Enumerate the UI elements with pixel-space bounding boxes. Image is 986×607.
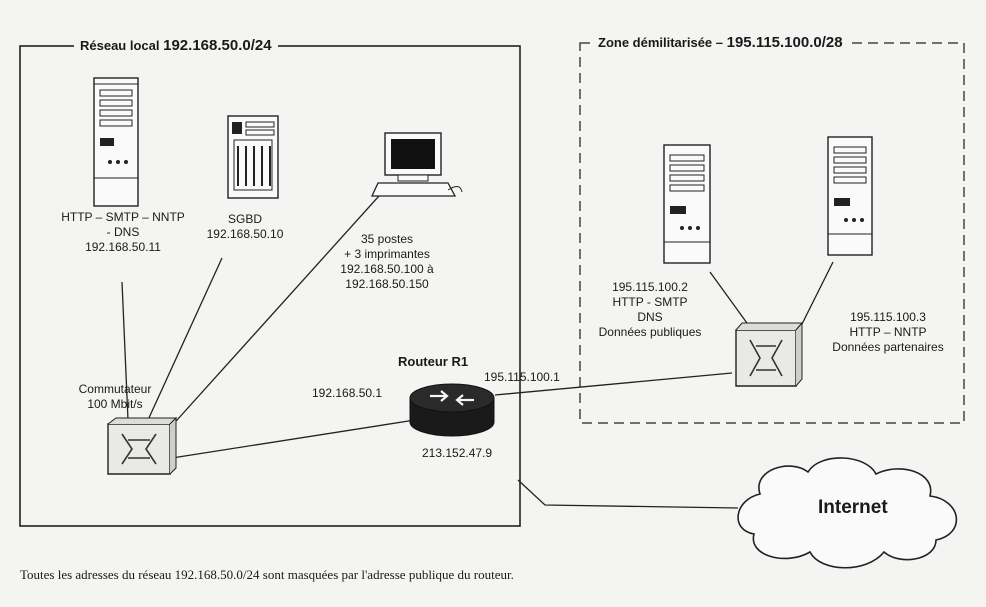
dmz-server-1-icon <box>663 144 711 264</box>
link-workstation-switch <box>167 185 389 431</box>
dmz-server-1-dns: DNS <box>637 310 663 324</box>
lan-switch-speed: 100 Mbit/s <box>87 397 143 411</box>
sgbd-server-icon <box>227 115 279 199</box>
lan-zone-title-prefix: Réseau local <box>80 38 160 53</box>
dmz-zone-title-ip: 195.115.100.0/28 <box>726 34 843 51</box>
link-router-internet <box>517 479 739 509</box>
server-http-ip: 192.168.50.11 <box>85 240 161 254</box>
sgbd-label: SGBD 192.168.50.10 <box>190 212 300 242</box>
dmz-zone-title: Zone démilitarisée – 195.115.100.0/28 <box>592 34 849 51</box>
internet-label: Internet <box>818 497 888 518</box>
link-router-dmzswitch <box>494 372 733 396</box>
server-http-label: HTTP – SMTP – NNTP - DNS 192.168.50.11 <box>38 210 208 255</box>
server-http-services: HTTP – SMTP – NNTP <box>61 210 185 224</box>
dmz-server-2-data: Données partenaires <box>832 340 944 354</box>
dmz-server-2-icon <box>827 136 873 256</box>
links <box>121 185 834 509</box>
router-dmz-ip: 195.115.100.1 <box>484 370 560 384</box>
dmz-server-1-data: Données publiques <box>598 325 702 339</box>
router-wan-ip: 213.152.47.9 <box>422 446 493 460</box>
workstations-range-end: 192.168.50.150 <box>345 277 429 291</box>
router-lan-ip: 192.168.50.1 <box>312 386 383 400</box>
dmz-server-1-ip: 195.115.100.2 <box>612 280 688 294</box>
link-server-switch <box>121 281 129 421</box>
footnote: Toutes les adresses du réseau 192.168.50… <box>20 567 514 582</box>
lan-switch-label: Commutateur 100 Mbit/s <box>60 382 170 412</box>
link-switch-router <box>171 419 416 459</box>
server-http-icon <box>93 77 139 207</box>
internet-cloud-icon <box>737 457 958 569</box>
workstation-icon <box>370 132 463 197</box>
lan-zone-title-ip: 192.168.50.0/24 <box>163 37 272 54</box>
dmz-switch-icon <box>735 321 804 387</box>
workstations-range-start: 192.168.50.100 à <box>340 262 434 276</box>
printers-count: + 3 imprimantes <box>344 247 430 261</box>
dmz-server-2-ip: 195.115.100.3 <box>850 310 926 324</box>
dmz-server-2-services: HTTP – NNTP <box>849 325 927 339</box>
router-icon <box>409 383 495 437</box>
dmz-server-1-services: HTTP - SMTP <box>612 295 688 309</box>
dmz-server-1-label: 195.115.100.2 HTTP - SMTP DNS Données pu… <box>590 280 710 340</box>
sgbd-ip: 192.168.50.10 <box>206 227 284 241</box>
lan-zone-title: Réseau local 192.168.50.0/24 <box>74 37 278 54</box>
sgbd-name: SGBD <box>227 212 262 226</box>
lan-switch-name: Commutateur <box>78 382 152 396</box>
router-name: Routeur R1 <box>398 354 469 369</box>
dmz-server-2-label: 195.115.100.3 HTTP – NNTP Données parten… <box>822 310 954 355</box>
dmz-zone-title-prefix: Zone démilitarisée – <box>598 35 723 50</box>
lan-switch-icon <box>107 416 178 475</box>
workstations-count: 35 postes <box>360 232 414 246</box>
workstations-label: 35 postes + 3 imprimantes 192.168.50.100… <box>318 232 456 292</box>
link-sgbd-switch <box>147 257 223 421</box>
server-http-services-cont: - DNS <box>106 225 140 239</box>
link-dmzserver1-dmzswitch <box>709 271 753 331</box>
